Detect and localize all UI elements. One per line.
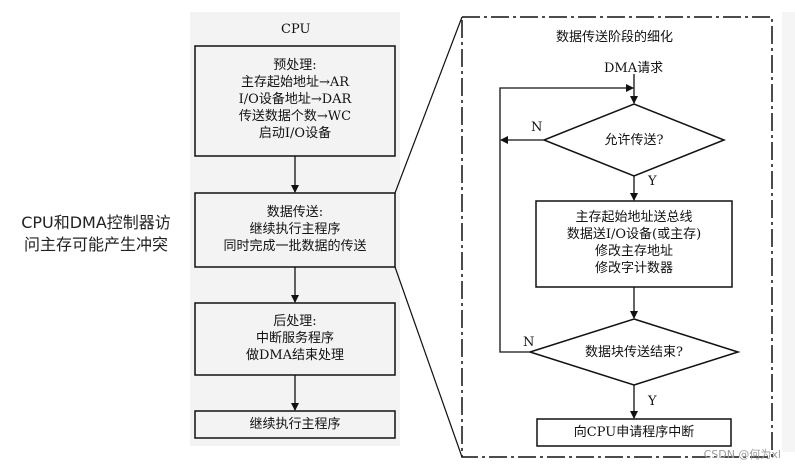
label-yes-1: Y bbox=[648, 174, 657, 189]
dma-request-label: DMA请求 bbox=[604, 61, 664, 76]
interrupt-request-box bbox=[536, 418, 732, 447]
zoom-line-top bbox=[394, 16, 463, 194]
ops-line-1: 主存起始地址送总线 bbox=[575, 210, 693, 225]
transfer-line-1: 继续执行主程序 bbox=[249, 222, 341, 237]
postprocess-title: 后处理: bbox=[273, 314, 317, 329]
preprocess-line-4: 启动I/O设备 bbox=[258, 126, 332, 141]
ops-line-4: 修改字计数器 bbox=[594, 261, 673, 276]
preprocess-line-1: 主存起始地址→AR bbox=[240, 75, 350, 90]
preprocess-text: 预处理: 主存起始地址→AR I/O设备地址→DAR 传送数据个数→WC 启动I… bbox=[195, 57, 395, 142]
zoom-line-bottom bbox=[394, 266, 463, 458]
ops-line-2: 数据送I/O设备(或主存) bbox=[566, 227, 702, 242]
decision1-text: 允许传送? bbox=[604, 133, 664, 148]
preprocess-box bbox=[194, 45, 396, 157]
detail-title: 数据传送阶段的细化 bbox=[556, 30, 674, 45]
decision2-text: 数据块传送结束? bbox=[585, 345, 683, 360]
transfer-box bbox=[194, 192, 396, 268]
cpu-title: CPU bbox=[281, 22, 311, 37]
continue-text: 继续执行主程序 bbox=[249, 417, 341, 432]
right-edge-background bbox=[782, 12, 795, 452]
transfer-line-2: 同时完成一批数据的传送 bbox=[223, 239, 367, 254]
continue-box bbox=[194, 410, 396, 439]
transfer-ops-text: 主存起始地址送总线 数据送I/O设备(或主存) 修改主存地址 修改字计数器 bbox=[536, 209, 732, 277]
postprocess-box bbox=[194, 302, 396, 376]
label-no-1: N bbox=[531, 120, 543, 135]
label-yes-2: Y bbox=[648, 394, 657, 409]
transfer-text: 数据传送: 继续执行主程序 同时完成一批数据的传送 bbox=[195, 204, 395, 255]
transfer-ops-box bbox=[535, 200, 733, 288]
preprocess-line-3: 传送数据个数→WC bbox=[238, 109, 352, 124]
label-no-2: N bbox=[523, 335, 535, 350]
postprocess-line-1: 中断服务程序 bbox=[255, 331, 334, 346]
preprocess-title: 预处理: bbox=[273, 58, 317, 73]
side-note-line-2: 问主存可能产生冲突 bbox=[23, 235, 168, 254]
postprocess-text: 后处理: 中断服务程序 做DMA结束处理 bbox=[195, 313, 395, 364]
transfer-title: 数据传送: bbox=[266, 205, 324, 220]
side-note-line-1: CPU和DMA控制器访 bbox=[21, 213, 171, 232]
loop-back-line bbox=[499, 84, 634, 353]
preprocess-line-2: I/O设备地址→DAR bbox=[238, 92, 352, 107]
postprocess-line-2: 做DMA结束处理 bbox=[245, 348, 345, 363]
ops-line-3: 修改主存地址 bbox=[594, 244, 673, 259]
watermark: CSDN @何为xl bbox=[703, 448, 781, 461]
interrupt-request-text: 向CPU申请程序中断 bbox=[573, 425, 695, 440]
side-note: CPU和DMA控制器访 问主存可能产生冲突 bbox=[4, 212, 188, 256]
